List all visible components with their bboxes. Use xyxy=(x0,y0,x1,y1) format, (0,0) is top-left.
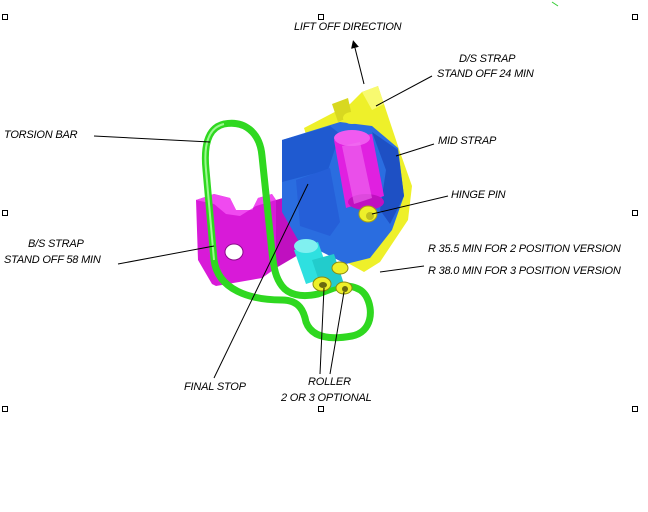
label-ds-strap: D/S STRAP xyxy=(459,53,516,65)
selection-handle-ml[interactable] xyxy=(2,210,8,216)
leader-mid-strap xyxy=(395,143,435,157)
hinge-barrel-part xyxy=(334,130,384,210)
stray-mark xyxy=(551,1,559,7)
leader-ds-strap xyxy=(375,75,433,107)
label-hinge-pin: HINGE PIN xyxy=(451,189,506,201)
leader-r-radius xyxy=(379,265,425,273)
selection-handle-tc[interactable] xyxy=(318,14,324,20)
label-roller-optional: 2 OR 3 OPTIONAL xyxy=(281,392,372,404)
leader-lines xyxy=(93,40,449,379)
selection-handle-tr[interactable] xyxy=(632,14,638,20)
leader-bs-strap xyxy=(117,245,215,265)
label-radius-2-position: R 35.5 MIN FOR 2 POSITION VERSION xyxy=(428,243,621,255)
label-lift-off-direction: LIFT OFF DIRECTION xyxy=(294,21,402,33)
selection-handle-bc[interactable] xyxy=(318,406,324,412)
label-final-stop: FINAL STOP xyxy=(184,381,246,393)
label-bs-strap-standoff: STAND OFF 58 MIN xyxy=(4,254,101,266)
leader-roller-1 xyxy=(319,287,325,375)
lift-off-arrow xyxy=(351,40,365,85)
leader-roller-2 xyxy=(329,291,345,375)
leader-torsion-bar xyxy=(93,135,211,143)
label-ds-strap-standoff: STAND OFF 24 MIN xyxy=(437,68,534,80)
label-torsion-bar: TORSION BAR xyxy=(4,129,78,141)
selection-handle-tl[interactable] xyxy=(2,14,8,20)
rollers-part xyxy=(294,239,353,295)
leader-hinge-pin xyxy=(371,195,449,215)
torsion-bar-part xyxy=(201,119,374,342)
label-roller: ROLLER xyxy=(308,376,351,388)
label-bs-strap: B/S STRAP xyxy=(28,238,84,250)
selection-handle-br[interactable] xyxy=(632,406,638,412)
selection-handle-bl[interactable] xyxy=(2,406,8,412)
hinge-pin-part xyxy=(343,112,378,223)
leader-final-stop xyxy=(213,183,309,379)
label-radius-3-position: R 38.0 MIN FOR 3 POSITION VERSION xyxy=(428,265,621,277)
selection-handle-mr[interactable] xyxy=(632,210,638,216)
label-mid-strap: MID STRAP xyxy=(438,135,497,147)
